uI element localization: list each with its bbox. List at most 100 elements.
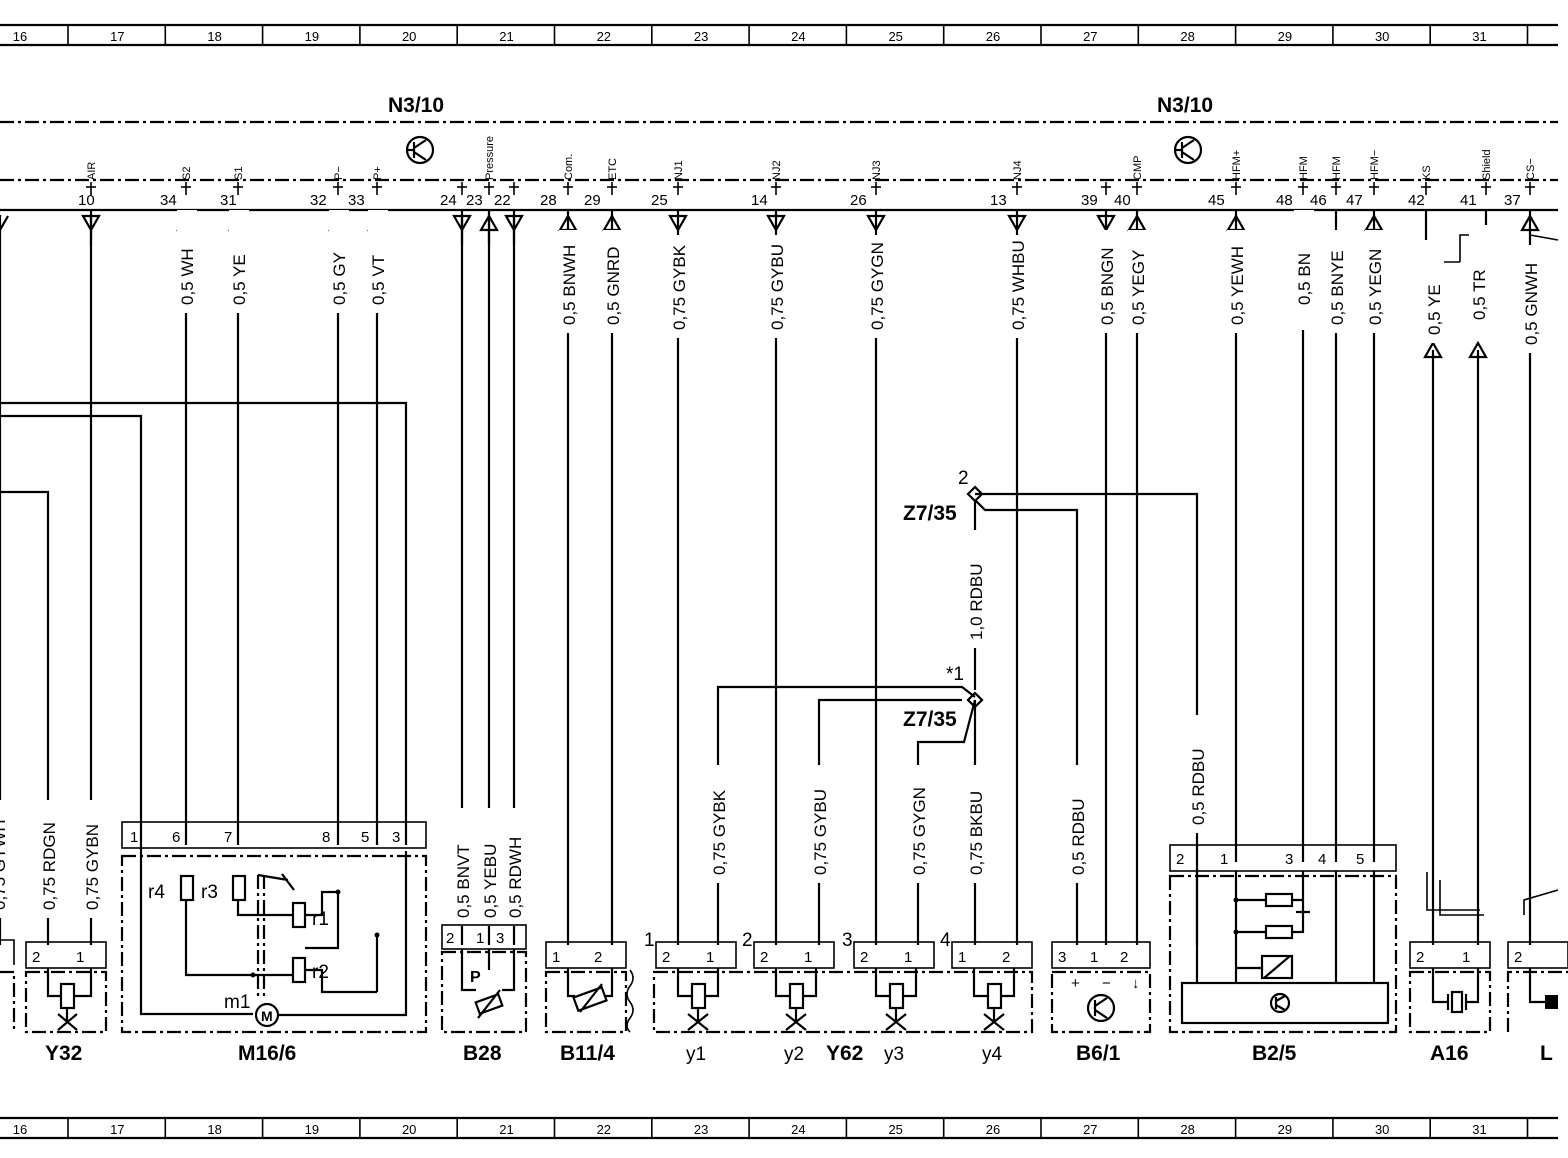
pin-signal: HFM — [1298, 156, 1310, 180]
valve-group-number: 4 — [940, 930, 951, 951]
wire-label: 0,5 YEGN — [1366, 249, 1385, 325]
pin-number: 33 — [348, 192, 365, 209]
pin-number: 46 — [1310, 192, 1327, 209]
pin-number: 37 — [1504, 192, 1521, 209]
svg-text:2: 2 — [1002, 949, 1010, 966]
valve-icon — [785, 1008, 807, 1031]
splice-pin: *1 — [946, 664, 964, 685]
svg-text:8: 8 — [322, 829, 330, 846]
valve-icon — [885, 1008, 907, 1031]
wire-label: 0,5 GNWH — [1522, 263, 1541, 345]
svg-text:2: 2 — [1120, 949, 1128, 966]
grid-number: 29 — [1278, 1122, 1292, 1137]
valve-group-number: 2 — [742, 930, 753, 951]
component-partial-left — [0, 939, 16, 1032]
svg-text:1: 1 — [804, 949, 812, 966]
valve-sub-label: y1 — [686, 1044, 706, 1065]
component-label: A16 — [1430, 1042, 1469, 1065]
component-a16: 2 1 A16 — [1408, 941, 1492, 1065]
grid-number: 28 — [1180, 1122, 1194, 1137]
component-m16-6: 1 6 7 8 5 3 M r4 r3 r1 r2 m1 M16/6 — [120, 821, 428, 1065]
wire-label: 0,75 GYBU — [811, 789, 830, 875]
pin-signal: S2 — [181, 167, 193, 180]
wire-label: 0,5 BNYE — [1328, 250, 1347, 325]
grid-number: 27 — [1083, 29, 1097, 44]
svg-text:1: 1 — [1220, 851, 1228, 868]
splice-z7-35-2: 2 Z7/35 — [903, 468, 984, 525]
grid-number: 31 — [1472, 1122, 1486, 1137]
grid-number: 23 — [694, 1122, 708, 1137]
wire-label: 0,75 GYBN — [83, 824, 102, 910]
wire-label: 0,5 YEWH — [1228, 246, 1247, 325]
component-y32: 2 1 Y32 — [24, 941, 108, 1065]
pin-number: 34 — [160, 192, 177, 209]
pin-signal: P+ — [372, 166, 384, 180]
grid-number: 25 — [888, 1122, 902, 1137]
svg-text:2: 2 — [662, 949, 670, 966]
svg-text:1: 1 — [476, 930, 484, 947]
pin-signal: CMP — [1132, 156, 1144, 180]
pin-signal: ETC — [607, 158, 619, 180]
pin-signal: CS− — [1525, 158, 1537, 180]
grid-number: 27 — [1083, 1122, 1097, 1137]
svg-text:2: 2 — [760, 949, 768, 966]
transistor-icon — [1173, 135, 1203, 165]
pin-signal: NJ2 — [771, 160, 783, 180]
svg-text:+: + — [1071, 975, 1080, 992]
component-b6-1: 3 1 2 + − ↓ B6/1 — [1050, 941, 1152, 1065]
valve-sub-label: y2 — [784, 1044, 804, 1065]
component-label: Y62 — [826, 1042, 863, 1065]
valve-icon — [687, 1008, 709, 1031]
component-label: L — [1540, 1042, 1553, 1065]
wire-label: 0,5 BNGN — [1098, 248, 1117, 325]
component-label: B2/5 — [1252, 1042, 1297, 1065]
grid-number: 20 — [402, 29, 416, 44]
grid-number: 26 — [986, 1122, 1000, 1137]
svg-text:1: 1 — [958, 949, 966, 966]
wire-label: 0,5 YE — [1425, 284, 1444, 335]
svg-text:6: 6 — [172, 829, 180, 846]
svg-text:r2: r2 — [312, 962, 329, 983]
pin-number: 23 — [466, 192, 483, 209]
svg-text:2: 2 — [860, 949, 868, 966]
valve-group-number: 3 — [842, 930, 853, 951]
pin-number: 45 — [1208, 192, 1225, 209]
wire-label: 0,75 BKBU — [967, 791, 986, 875]
svg-text:2: 2 — [32, 949, 40, 966]
grid-number: 18 — [207, 29, 221, 44]
wire-label: 0,5 BN — [1295, 253, 1314, 305]
svg-text:1: 1 — [1090, 949, 1098, 966]
splice-z7-35-1: *1 Z7/35 — [903, 664, 984, 731]
grid-number: 24 — [791, 1122, 805, 1137]
pin-number: 14 — [751, 192, 768, 209]
grid-number: 16 — [13, 29, 27, 44]
pressure-marker: P — [470, 969, 481, 986]
grid-number: 18 — [207, 1122, 221, 1137]
grid-number: 16 — [13, 1122, 27, 1137]
pin-signal: HFM− — [1369, 150, 1381, 180]
component-b2-5: 2 1 3 4 5 B2/5 — [1168, 844, 1398, 1065]
svg-text:5: 5 — [1356, 851, 1364, 868]
solenoid-icon — [986, 982, 1003, 1010]
grid-number: 22 — [597, 1122, 611, 1137]
module-label-right: N3/10 — [1157, 94, 1213, 117]
valve-group-number: 1 — [644, 930, 655, 951]
svg-text:2: 2 — [1176, 851, 1184, 868]
grid-number: 31 — [1472, 29, 1486, 44]
wire-label: 0,5 WH — [178, 248, 197, 305]
pin-signal: Pressure — [484, 136, 496, 180]
component-label: B11/4 — [560, 1042, 615, 1065]
pin-number: 42 — [1408, 192, 1425, 209]
wire-label: 1,0 RDBU — [967, 563, 986, 640]
component-label: M16/6 — [238, 1042, 296, 1065]
grid-number: 23 — [694, 29, 708, 44]
svg-text:7: 7 — [224, 829, 232, 846]
svg-text:1: 1 — [904, 949, 912, 966]
svg-text:↓: ↓ — [1132, 975, 1140, 992]
wire-label: 0,5 YEBU — [481, 844, 500, 918]
component-b11-4: 1 2 B11/4 — [544, 941, 634, 1065]
grid-number: 24 — [791, 29, 805, 44]
solenoid-icon — [690, 982, 707, 1010]
